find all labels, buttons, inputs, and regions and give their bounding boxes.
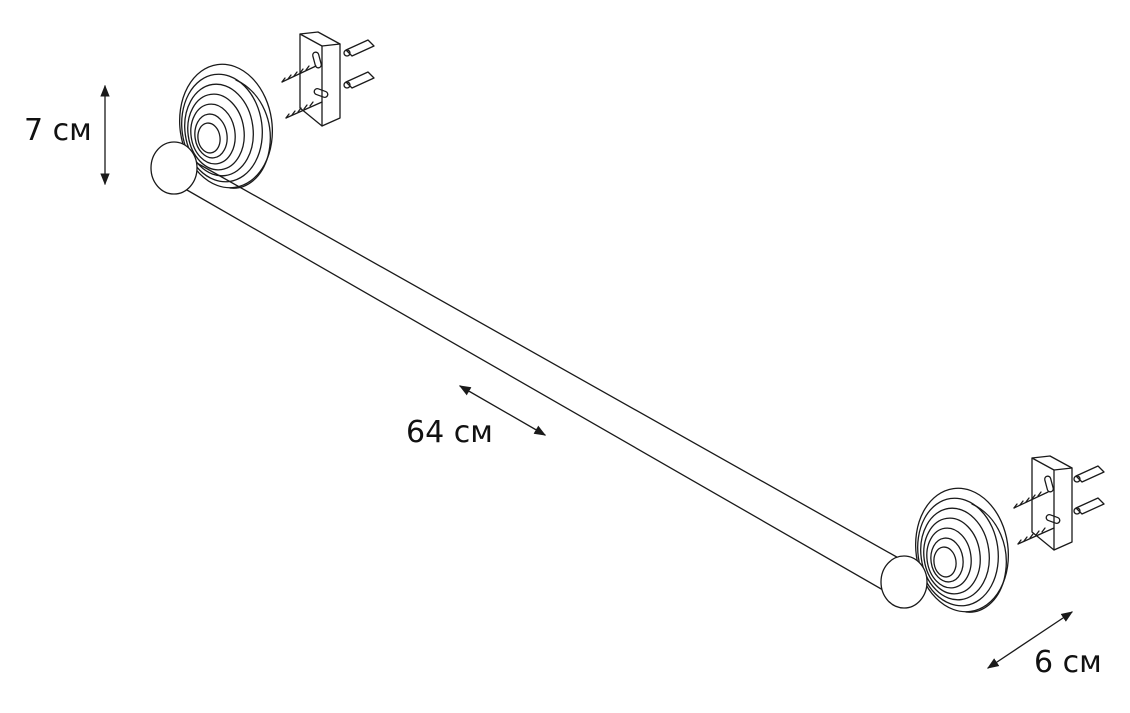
depth-dimension-label: 6 см [1034,645,1102,680]
length-dimension-arrow [458,386,547,435]
left-end-cap [151,142,197,194]
left-screws [282,66,322,118]
depth-dimension-arrow [987,612,1073,668]
left-mounting-bracket [300,32,340,126]
length-dimension-label: 64 см [406,415,493,450]
right-screws [1014,492,1054,544]
right-wall-plugs [1074,466,1104,514]
right-wall-mount [908,482,1016,618]
height-dimension-label: 7 см [24,113,92,148]
towel-bar-rod [180,158,902,594]
right-end-cap [881,556,927,608]
left-wall-plugs [344,40,374,88]
right-mounting-bracket [1032,456,1072,550]
